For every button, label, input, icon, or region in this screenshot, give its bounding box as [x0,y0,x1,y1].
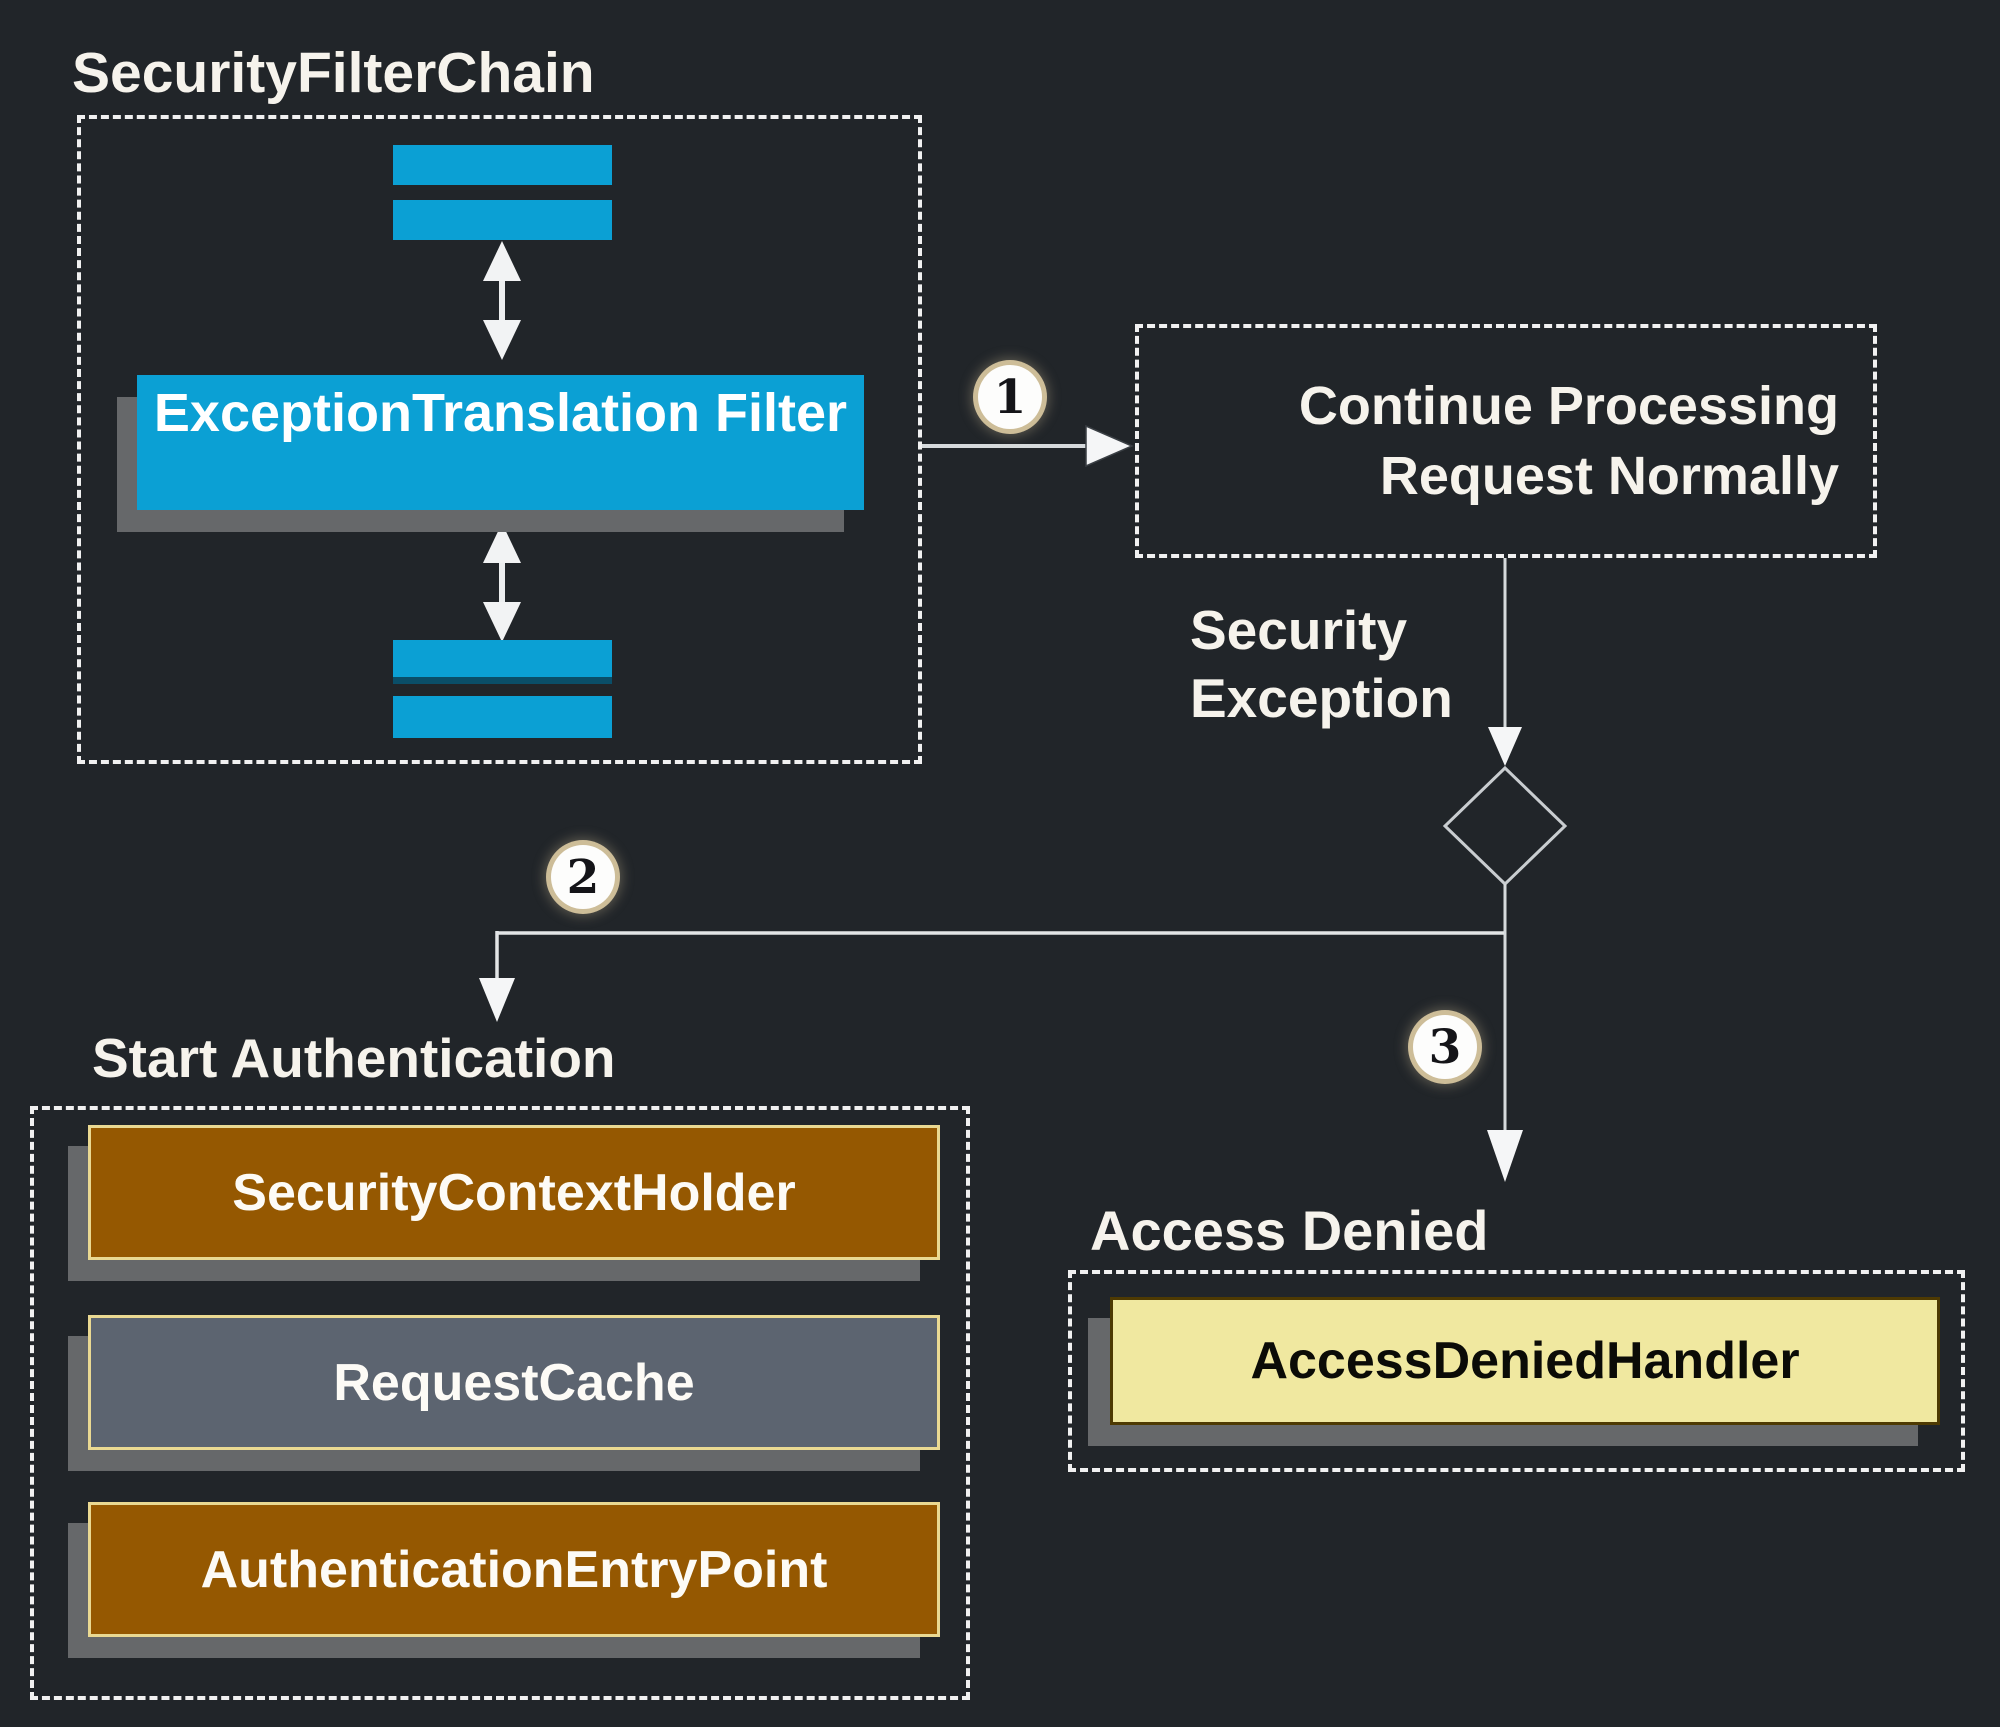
step-3-number: 3 [1428,1019,1462,1075]
step-1-number: 1 [993,369,1027,425]
access-denied-handler-box: AccessDeniedHandler [1110,1297,1940,1425]
access-denied-label: Access Denied [1090,1199,1489,1262]
exception-translation-filter-box: ExceptionTranslation Filter [137,375,864,510]
start-authentication-label: Start Authentication [92,1027,616,1089]
security-filter-chain-title: SecurityFilterChain [72,41,595,105]
step-2-badge: 2 [551,845,615,909]
access-denied-box [1068,1270,1965,1472]
step-1-badge: 1 [978,365,1042,429]
continue-processing-line2: Request Normally [1379,446,1839,506]
filter-box-line1: ExceptionTranslation [153,383,701,443]
filter-bar [393,640,612,684]
request-cache-box: RequestCache [88,1315,940,1450]
filter-bar [393,200,612,240]
authentication-entry-point-box: AuthenticationEntryPoint [88,1502,940,1637]
security-exception-label: Security Exception [1190,596,1453,732]
arrow-continue-processing [922,424,1134,468]
filter-bar [393,145,612,185]
filter-box-line2: Filter [715,383,848,443]
arrow-start-authentication [479,931,1504,1022]
filter-bar [393,696,612,738]
authentication-entry-point-label: AuthenticationEntryPoint [200,1540,828,1599]
security-exception-line1: Security [1190,599,1408,661]
step-2-number: 2 [566,849,600,905]
continue-processing-box: Continue Processing Request Normally [1135,324,1877,558]
step-3-badge: 3 [1413,1015,1477,1079]
security-context-holder-box: SecurityContextHolder [88,1125,940,1260]
arrow-security-exception [1488,558,1522,766]
security-filter-chain-box [77,115,922,764]
start-authentication-box [30,1106,970,1700]
request-cache-label: RequestCache [333,1353,695,1412]
security-context-holder-label: SecurityContextHolder [232,1163,796,1222]
decision-diamond [1442,765,1568,887]
arrow-access-denied [1487,884,1523,1182]
continue-processing-line1: Continue Processing [1298,376,1839,436]
security-exception-line2: Exception [1190,667,1453,729]
access-denied-handler-label: AccessDeniedHandler [1250,1332,1800,1390]
